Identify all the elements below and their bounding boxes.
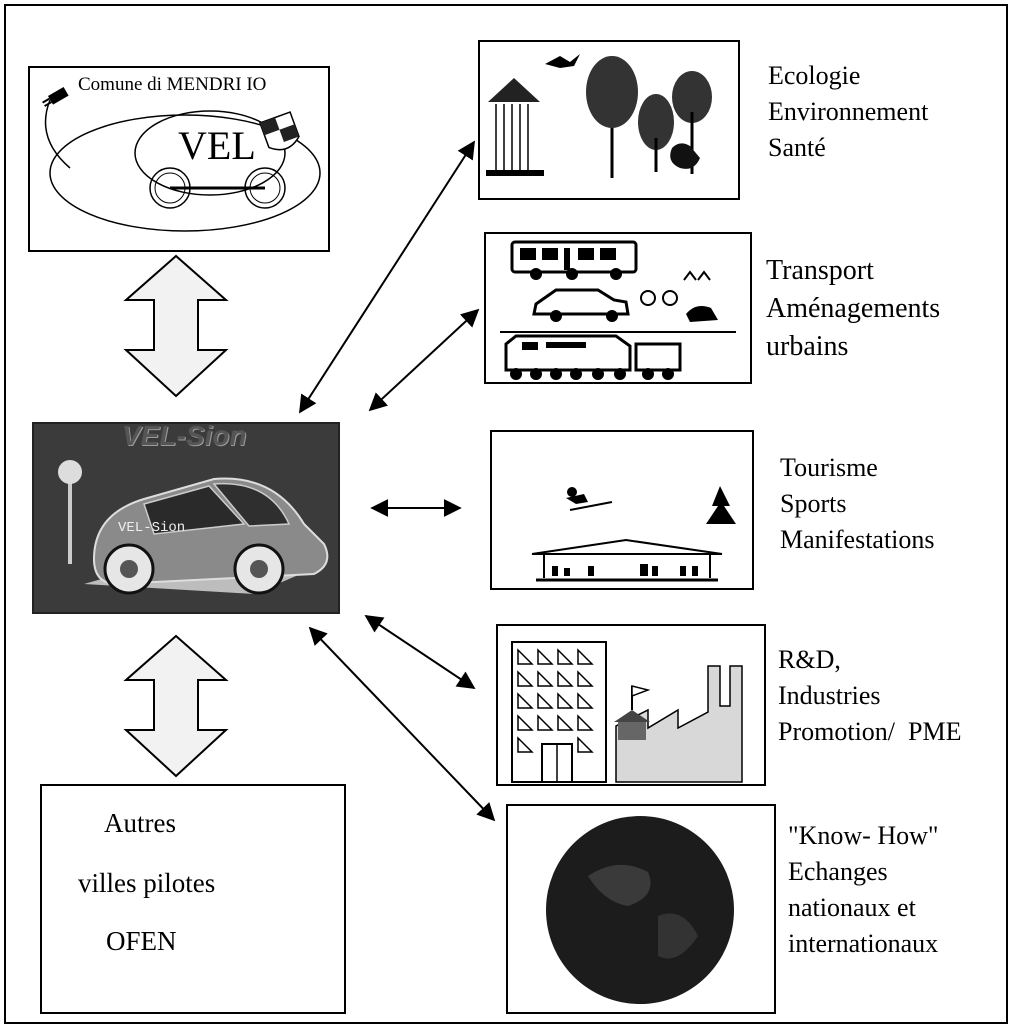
label-transport-3: urbains — [766, 331, 849, 362]
label-transport-2: Aménagements — [766, 293, 941, 324]
globe-drawing — [546, 816, 734, 1004]
label-transport: Transport Aménagements urbains — [766, 252, 940, 366]
label-knowhow-3: nationaux et — [788, 893, 916, 922]
industry-drawing — [511, 641, 743, 783]
car-drawing — [34, 424, 338, 612]
label-tourisme-2: Sports — [780, 489, 847, 518]
tourisme-picture — [490, 430, 754, 590]
diagram-frame — [4, 4, 1008, 1024]
arrow-rd — [364, 615, 476, 689]
ecologie-picture — [478, 40, 740, 200]
label-tourisme-3: Manifestations — [780, 525, 935, 554]
label-ecologie: Ecologie Environnement Santé — [768, 58, 928, 166]
vel-sion-picture: VEL-Sion VEL-Sion — [32, 422, 340, 614]
label-ecologie-3: Santé — [768, 133, 826, 162]
label-rd-2: Industries — [778, 681, 881, 710]
label-rd-3: Promotion/ PME — [778, 717, 962, 746]
label-rd: R&D, Industries Promotion/ PME — [778, 642, 961, 750]
transport-picture — [484, 232, 752, 384]
arrow-knowhow — [308, 626, 496, 822]
rd-picture — [496, 624, 766, 786]
vel-sion-car-text: VEL-Sion — [118, 520, 186, 536]
transport-drawing — [500, 240, 736, 380]
label-ecologie-2: Environnement — [768, 97, 929, 126]
tourism-drawing — [531, 486, 736, 582]
vel-logo-drawing — [42, 87, 321, 232]
label-rd-1: R&D, — [778, 645, 841, 674]
label-tourisme: Tourisme Sports Manifestations — [780, 450, 935, 558]
nature-drawing — [486, 54, 712, 178]
autres-villes-box: Autres villes pilotes OFEN — [40, 784, 346, 1014]
knowhow-picture — [506, 804, 776, 1014]
label-knowhow-1: "Know- How" — [788, 821, 939, 850]
label-transport-1: Transport — [766, 255, 874, 286]
autres-line-2: villes pilotes — [78, 868, 216, 898]
label-tourisme-1: Tourisme — [780, 453, 878, 482]
label-knowhow: "Know- How" Echanges nationaux et intern… — [788, 818, 939, 962]
label-ecologie-1: Ecologie — [768, 61, 861, 90]
arrow-transport — [368, 308, 480, 412]
double-arrow-top — [123, 254, 229, 398]
autres-line-1: Autres — [104, 808, 176, 838]
autres-line-3: OFEN — [106, 926, 177, 956]
label-knowhow-4: internationaux — [788, 929, 939, 958]
vel-sion-banner: VEL-Sion — [122, 422, 247, 451]
mendrisio-box: Comune di MENDRI IO VEL — [28, 66, 330, 252]
label-knowhow-2: Echanges — [788, 857, 888, 886]
arrow-ecologie — [299, 140, 475, 414]
double-arrow-bottom — [123, 634, 229, 778]
mendrisio-title: Comune di MENDRI IO — [78, 74, 267, 95]
vel-logo-text: VEL — [178, 123, 256, 168]
